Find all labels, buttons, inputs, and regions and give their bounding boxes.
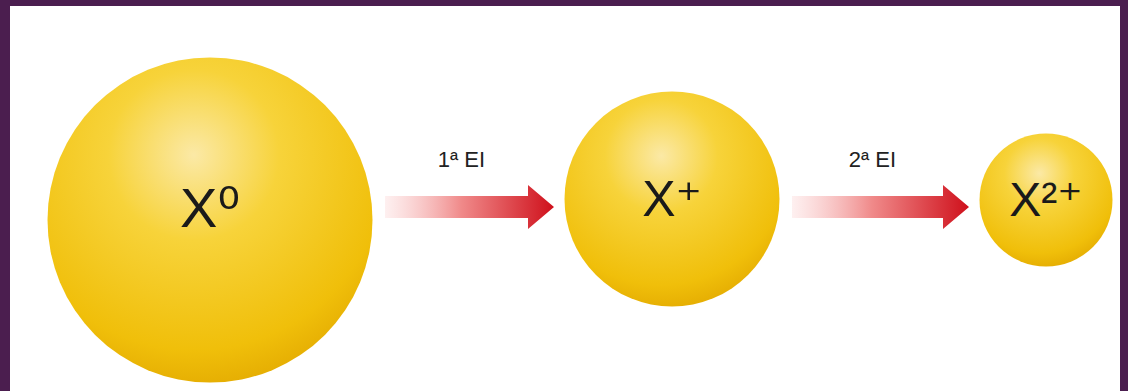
sphere-shape	[980, 134, 1113, 267]
ion-symbol: X²⁺	[1009, 176, 1082, 224]
edge-label: 1ª EI	[435, 148, 488, 172]
ionization-arrow	[792, 185, 969, 229]
ion-sphere: X⁺	[564, 91, 780, 307]
edge-label: 2ª EI	[846, 148, 899, 172]
frame-bar-left	[0, 0, 10, 391]
ion-sphere: X⁰	[47, 57, 373, 383]
frame-bar-top	[0, 0, 1128, 6]
ion-symbol: X⁺	[642, 174, 702, 224]
frame-bar-right	[1120, 0, 1128, 391]
ionization-arrow	[385, 185, 554, 229]
ion-symbol: X⁰	[180, 180, 240, 236]
sphere-shape	[48, 58, 373, 383]
ion-sphere: X²⁺	[979, 133, 1113, 267]
sphere-shape	[565, 92, 780, 307]
